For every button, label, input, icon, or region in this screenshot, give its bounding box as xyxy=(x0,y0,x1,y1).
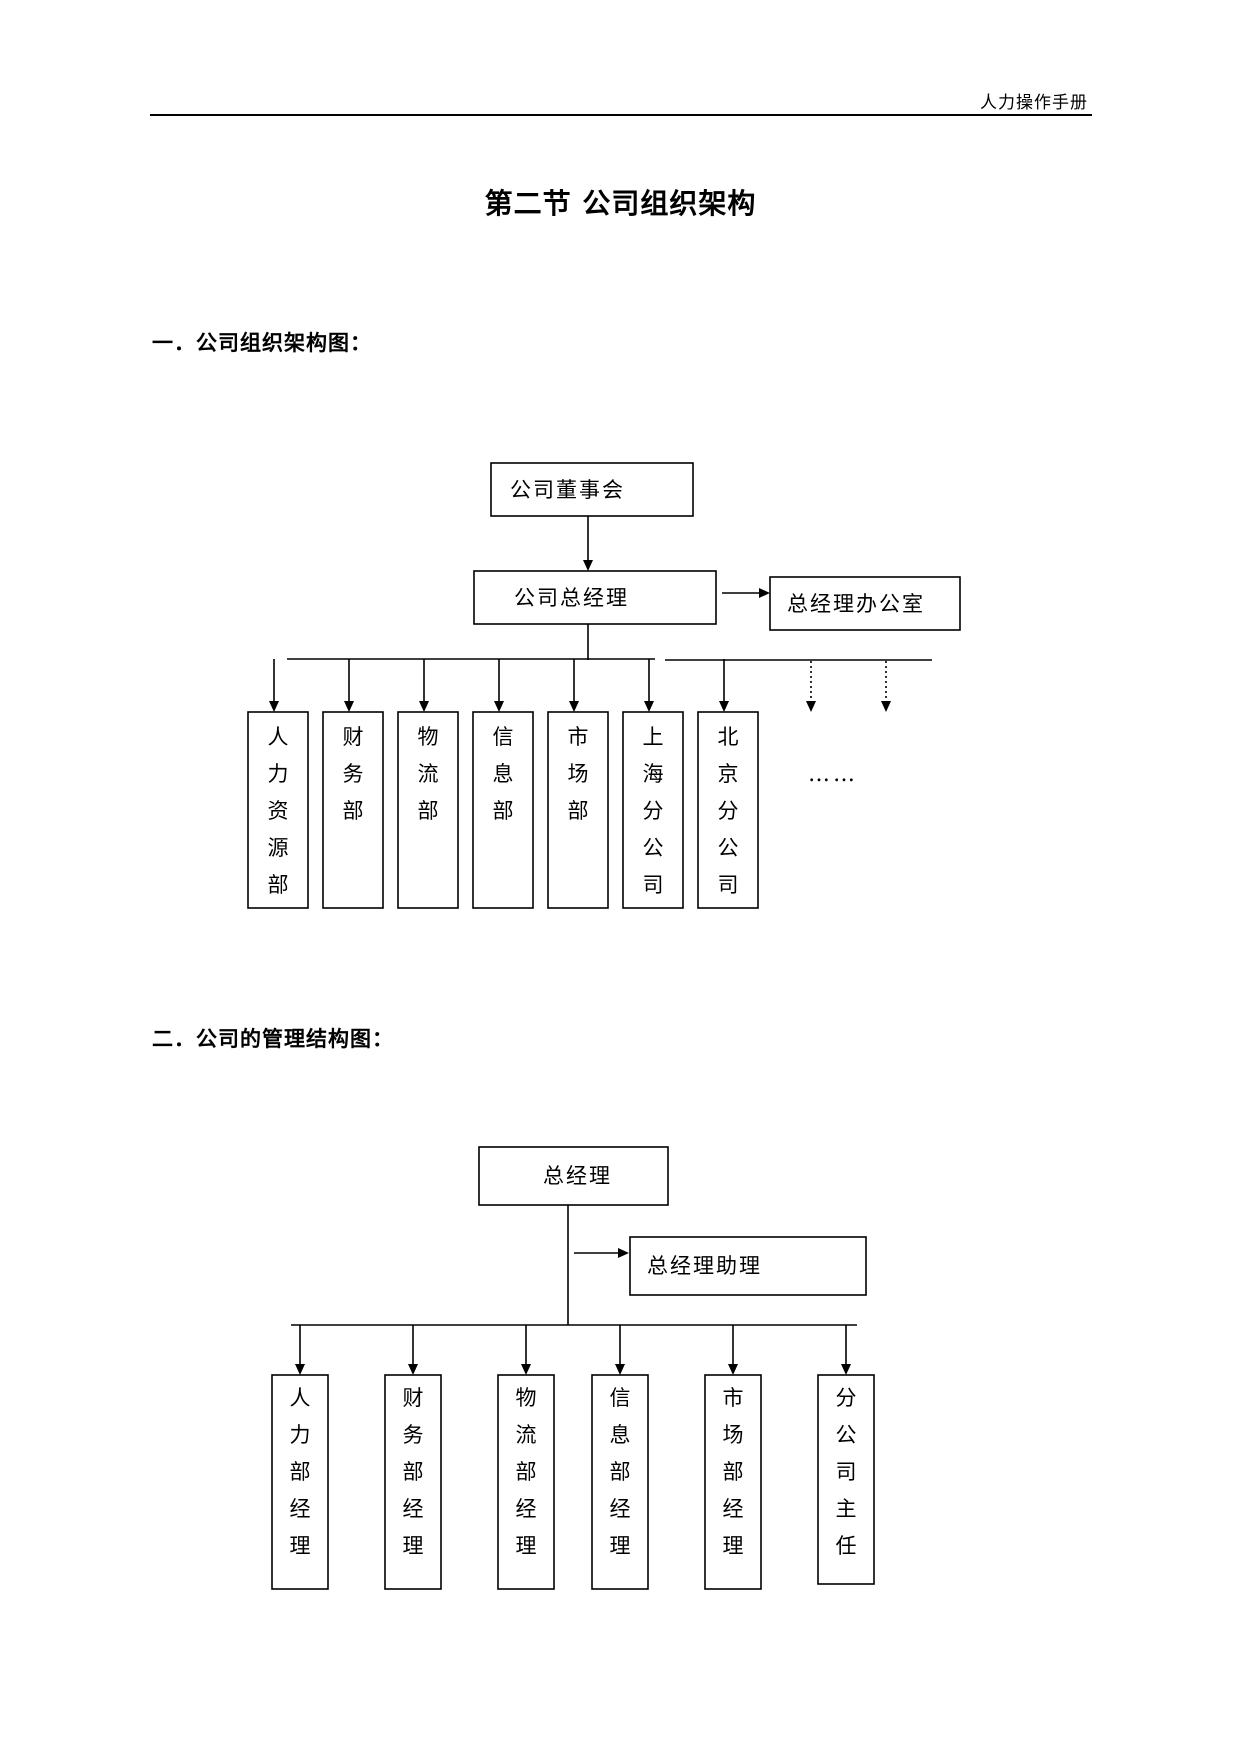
header-rule xyxy=(150,114,1092,116)
gm-box xyxy=(478,1146,669,1206)
arrow-head xyxy=(521,1364,531,1375)
arrow-head xyxy=(494,701,504,712)
dept-label: 人力部经理 xyxy=(290,1386,311,1558)
dept-label: 市场部 xyxy=(568,725,589,823)
dept-label: 财务部经理 xyxy=(403,1386,424,1558)
dept-box-frame xyxy=(322,711,384,909)
arrow-head xyxy=(344,701,354,712)
dept-box: 财务部 xyxy=(322,711,384,909)
gm-label: 总经理 xyxy=(543,1164,612,1188)
dept-box: 物流部经理 xyxy=(497,1374,555,1590)
arrow-head xyxy=(615,1364,625,1375)
dept-box-frame xyxy=(547,711,609,909)
arrow-head xyxy=(719,701,729,712)
dept-label: 信息部 xyxy=(493,725,514,823)
arrow-head xyxy=(569,701,579,712)
section1-heading: 一．公司组织架构图： xyxy=(152,331,372,355)
dept-box: 信息部 xyxy=(472,711,534,909)
gm-office-label: 总经理办公室 xyxy=(787,592,925,616)
dept-label: 市场部经理 xyxy=(723,1386,744,1558)
arrow-head xyxy=(644,701,654,712)
dept-label: 北京分公司 xyxy=(718,725,739,897)
dept-box-frame xyxy=(591,1374,649,1590)
board-box xyxy=(490,462,694,517)
arrow-head xyxy=(728,1364,738,1375)
dept-box-frame xyxy=(622,711,684,909)
arrow-head xyxy=(618,1248,629,1258)
dept-box: 分公司主任 xyxy=(817,1374,875,1585)
arrow-head xyxy=(881,701,891,712)
arrow-head xyxy=(419,701,429,712)
dept-box: 上海分公司 xyxy=(622,711,684,909)
org-structure-chart: 公司董事会 公司总经理 总经理办公室 人力资源部 财务部 物流部 信息部 市场部 上海分公… xyxy=(247,462,961,909)
dept-box: 财务部经理 xyxy=(384,1374,442,1590)
dept-label: 上海分公司 xyxy=(643,725,664,897)
arrow-head xyxy=(759,588,770,598)
dept-box: 信息部经理 xyxy=(591,1374,649,1590)
gm-label: 公司总经理 xyxy=(514,586,629,610)
management-structure-chart: 总经理 总经理助理 人力部经理 财务部经理 物流部经理 信息部经理 市场部经理 分公司主任 xyxy=(271,1146,875,1590)
arrow-head xyxy=(295,1364,305,1375)
dept-box: 市场部 xyxy=(547,711,609,909)
gm-box xyxy=(473,570,717,625)
dept-box: 人力资源部 xyxy=(247,711,309,909)
dept-box-frame xyxy=(384,1374,442,1590)
ellipsis: …… xyxy=(808,762,858,787)
dept-label: 信息部经理 xyxy=(610,1386,631,1558)
dept-box-frame xyxy=(497,1374,555,1590)
dept-label: 物流部经理 xyxy=(516,1386,537,1558)
arrow-head xyxy=(408,1364,418,1375)
dept-box-frame xyxy=(472,711,534,909)
dept-label: 物流部 xyxy=(418,725,439,823)
dept-box-frame xyxy=(247,711,309,909)
dept-box: 市场部经理 xyxy=(704,1374,762,1590)
dept-label: 分公司主任 xyxy=(836,1386,857,1558)
dept-box-frame xyxy=(817,1374,875,1585)
gm-office-box xyxy=(769,576,961,631)
dept-box-frame xyxy=(271,1374,329,1590)
running-header: 人力操作手册 xyxy=(980,93,1088,113)
dept-box-frame xyxy=(697,711,759,909)
dept-label: 财务部 xyxy=(343,725,364,823)
arrow-head xyxy=(841,1364,851,1375)
dept-box-frame xyxy=(397,711,459,909)
gm-assistant-label: 总经理助理 xyxy=(647,1254,762,1278)
board-label: 公司董事会 xyxy=(510,478,625,502)
page-title: 第二节 公司组织架构 xyxy=(484,187,757,220)
dept-label: 人力资源部 xyxy=(268,725,289,897)
arrow-head xyxy=(583,560,593,571)
dept-box: 人力部经理 xyxy=(271,1374,329,1590)
section2-heading: 二．公司的管理结构图： xyxy=(152,1027,394,1051)
arrow-head xyxy=(269,701,279,712)
dept-box: 物流部 xyxy=(397,711,459,909)
dept-box: 北京分公司 xyxy=(697,711,759,909)
dept-box-frame xyxy=(704,1374,762,1590)
arrow-head xyxy=(806,701,816,712)
gm-assistant-box xyxy=(629,1236,867,1296)
